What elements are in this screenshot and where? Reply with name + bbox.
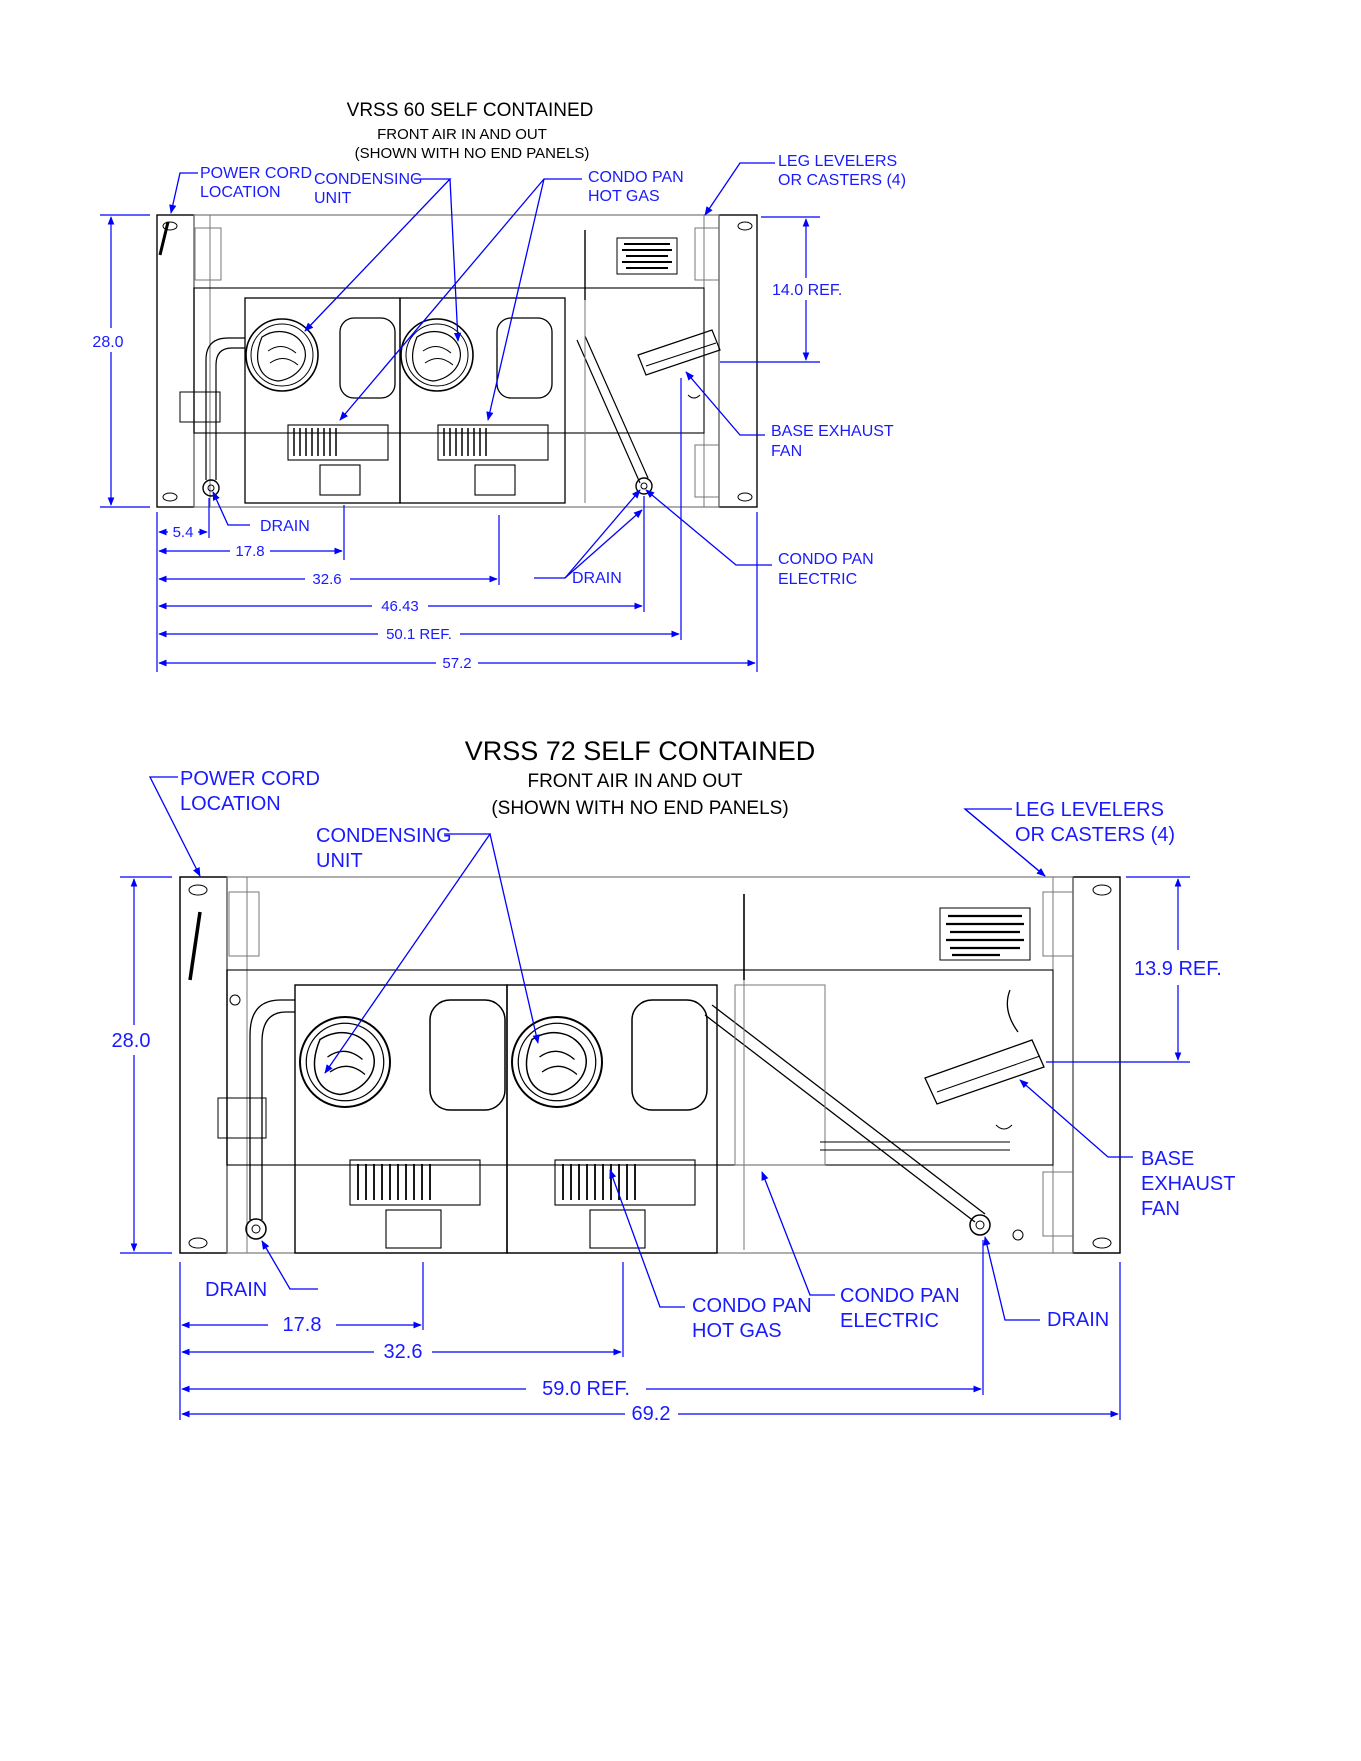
label-fan-72: FAN [1141, 1198, 1180, 1220]
dim-13-9-ref: 13.9 REF. [1134, 958, 1222, 980]
dim-14-ref: 14.0 REF. [772, 282, 842, 299]
label-condensing-72: CONDENSING [316, 825, 452, 847]
label-exhaust-72: EXHAUST [1141, 1173, 1235, 1195]
label-unit-72: UNIT [316, 850, 363, 872]
title-vrss-60: VRSS 60 SELF CONTAINED [347, 100, 594, 121]
vrss-72-labels: POWER CORD LOCATION CONDENSING UNIT LEG … [180, 768, 1235, 1342]
label-condo-pan-electric: CONDO PAN [778, 551, 874, 568]
label-drain-right-72: DRAIN [1047, 1309, 1109, 1331]
dim-32-6-72: 32.6 [384, 1341, 423, 1363]
label-hot-gas-72: HOT GAS [692, 1320, 782, 1342]
dim-50-1-ref: 50.1 REF. [386, 626, 452, 643]
label-electric: ELECTRIC [778, 571, 857, 588]
dim-32-6: 32.6 [312, 571, 341, 588]
label-base-72: BASE [1141, 1148, 1194, 1170]
dim-46-43: 46.43 [381, 598, 419, 615]
vrss-72-machine [179, 876, 1121, 1254]
drawing-vrss-60: VRSS 60 SELF CONTAINED FRONT AIR IN AND … [92, 100, 906, 672]
label-or-casters-72: OR CASTERS (4) [1015, 824, 1175, 846]
subtitle-no-end-panels-72: (SHOWN WITH NO END PANELS) [491, 798, 788, 819]
vrss-60-leaders [169, 162, 775, 579]
label-unit: UNIT [314, 190, 352, 207]
label-hot-gas: HOT GAS [588, 188, 660, 205]
dim-69-2: 69.2 [632, 1403, 671, 1425]
subtitle-no-end-panels: (SHOWN WITH NO END PANELS) [355, 145, 590, 162]
dim-height-28: 28.0 [92, 334, 123, 351]
vrss-60-dimensions: 28.0 14.0 REF. 5.4 17.8 32.6 4 [92, 214, 842, 672]
label-electric-72: ELECTRIC [840, 1310, 939, 1332]
dim-17-8-72: 17.8 [283, 1314, 322, 1336]
label-drain-left-72: DRAIN [205, 1279, 267, 1301]
label-drain-right: DRAIN [572, 570, 622, 587]
dim-57-2: 57.2 [442, 655, 471, 672]
dim-height-28-72: 28.0 [112, 1030, 151, 1052]
vrss-60-machine [156, 214, 758, 508]
subtitle-front-air-72: FRONT AIR IN AND OUT [527, 771, 742, 792]
title-vrss-72: VRSS 72 SELF CONTAINED [465, 736, 816, 766]
vrss-60-labels: POWER CORD LOCATION CONDENSING UNIT COND… [200, 153, 906, 588]
label-power-cord: POWER CORD [200, 165, 312, 182]
subtitle-front-air: FRONT AIR IN AND OUT [377, 126, 547, 143]
label-condo-pan-hot-gas-72: CONDO PAN [692, 1295, 812, 1317]
vrss-72-dimensions: 28.0 13.9 REF. 17.8 32.6 59.0 REF. 69.2 [112, 876, 1222, 1425]
label-condo-pan-electric-72: CONDO PAN [840, 1285, 960, 1307]
dim-59-0-ref: 59.0 REF. [542, 1378, 630, 1400]
label-leg-levelers: LEG LEVELERS [778, 153, 897, 170]
label-power-cord-72: POWER CORD [180, 768, 320, 790]
label-location-72: LOCATION [180, 793, 281, 815]
label-location: LOCATION [200, 184, 281, 201]
label-condo-pan-hot-gas: CONDO PAN [588, 169, 684, 186]
label-base-exhaust: BASE EXHAUST [771, 423, 894, 440]
drawing-vrss-72: VRSS 72 SELF CONTAINED FRONT AIR IN AND … [112, 736, 1236, 1425]
dim-17-8: 17.8 [235, 543, 264, 560]
label-condensing: CONDENSING [314, 171, 422, 188]
label-fan: FAN [771, 443, 802, 460]
label-leg-levelers-72: LEG LEVELERS [1015, 799, 1164, 821]
label-drain-left: DRAIN [260, 518, 310, 535]
dim-5-4: 5.4 [173, 524, 194, 541]
label-or-casters: OR CASTERS (4) [778, 172, 906, 189]
vrss-72-leaders [148, 776, 1133, 1321]
